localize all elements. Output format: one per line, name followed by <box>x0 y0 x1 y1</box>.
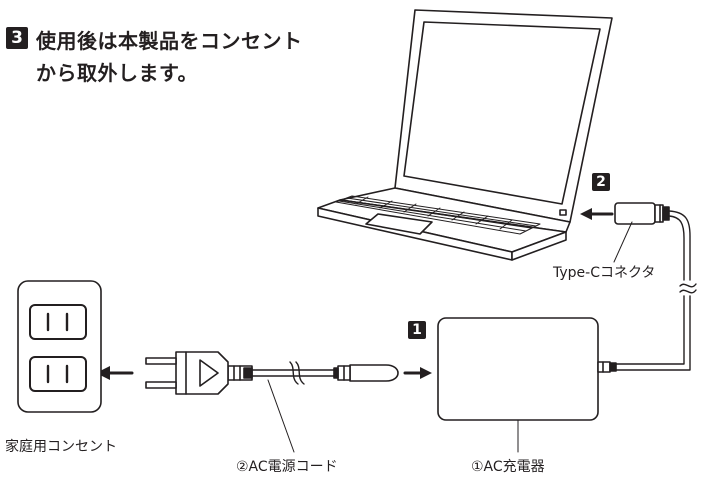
laptop-keyboard <box>335 195 541 235</box>
step-mark-1: 1 <box>408 321 426 339</box>
ac-cord-label: ②AC電源コード <box>236 459 338 475</box>
ac-charger <box>437 317 617 421</box>
arrow-into-laptop-icon <box>580 208 614 220</box>
laptop-illustration <box>317 9 613 261</box>
ac-power-cord <box>145 351 399 395</box>
ac-charger-label: ①AC充電器 <box>471 459 545 475</box>
wall-outlet <box>17 280 102 413</box>
type-c-connector-label: Type-Cコネクタ <box>553 265 656 281</box>
usb-c-port <box>559 209 567 216</box>
type-c-connector <box>614 202 670 225</box>
laptop-screen <box>403 21 601 205</box>
instruction-line-2: から取外します。 <box>36 61 198 85</box>
step-number-badge: 3 <box>6 27 28 49</box>
outlet-label: 家庭用コンセント <box>5 439 117 455</box>
arrow-out-of-outlet-icon <box>96 366 134 380</box>
arrow-into-charger-icon <box>403 367 432 379</box>
instruction-line-1: 使用後は本製品をコンセント <box>36 29 303 53</box>
type-c-cable <box>609 210 697 371</box>
laptop-touchpad <box>365 213 433 235</box>
step-mark-2: 2 <box>592 173 610 191</box>
laptop-lid <box>394 9 613 223</box>
